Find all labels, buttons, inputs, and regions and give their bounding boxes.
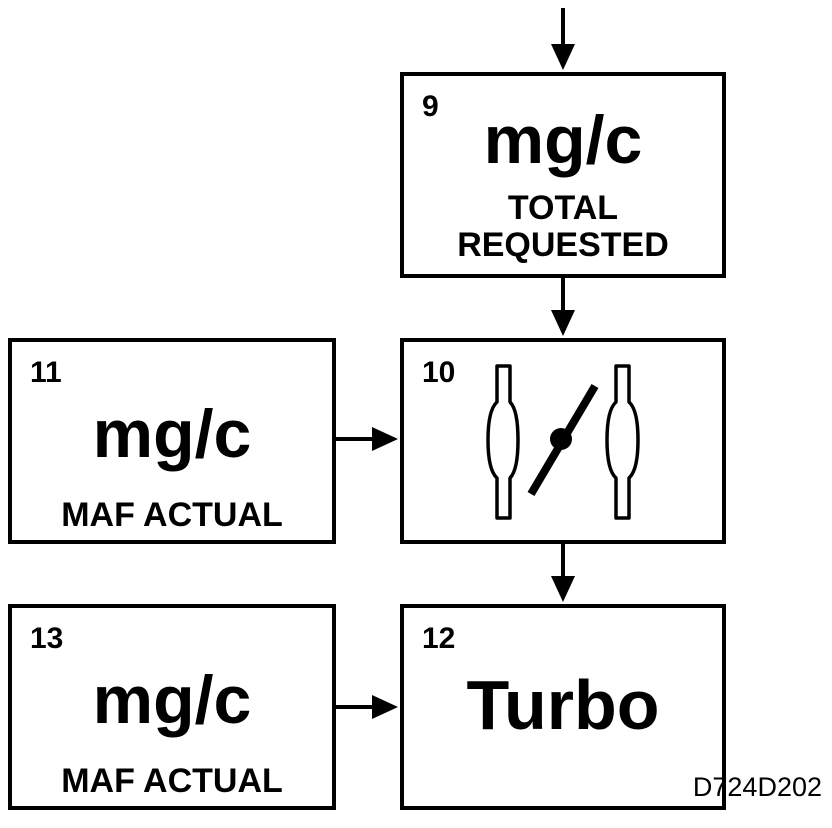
maf-actual-box-11: 11 mg/c MAF ACTUAL — [8, 338, 336, 544]
total-requested-unit: mg/c — [483, 102, 643, 178]
turbo-label: Turbo — [466, 666, 660, 744]
total-requested-box: 9 mg/c TOTAL REQUESTED — [400, 72, 726, 278]
arrow-10-to-12 — [551, 544, 575, 602]
maf-actual-unit-13: mg/c — [92, 662, 252, 738]
box-number-13: 13 — [30, 622, 64, 655]
maf-actual-caption-13: MAF ACTUAL — [61, 762, 283, 800]
maf-actual-box-13: 13 mg/c MAF ACTUAL — [8, 604, 336, 810]
box-number-12: 12 — [422, 622, 456, 655]
total-requested-caption-line2: REQUESTED — [457, 226, 669, 264]
throttle-valve-icon — [486, 364, 640, 520]
total-requested-caption-line1: TOTAL — [507, 189, 619, 227]
arrow-11-to-10 — [336, 427, 398, 451]
figure-code: D724D202 — [692, 772, 822, 802]
arrow-13-to-12 — [336, 695, 398, 719]
box-number-10: 10 — [422, 356, 456, 389]
box-number-11: 11 — [30, 356, 62, 389]
maf-actual-caption-11: MAF ACTUAL — [61, 496, 283, 534]
input-arrow — [551, 8, 575, 70]
box-number-9: 9 — [422, 90, 439, 123]
turbo-box: 12 Turbo — [400, 604, 726, 810]
arrow-9-to-10 — [551, 278, 575, 336]
maf-actual-unit-11: mg/c — [92, 396, 252, 472]
